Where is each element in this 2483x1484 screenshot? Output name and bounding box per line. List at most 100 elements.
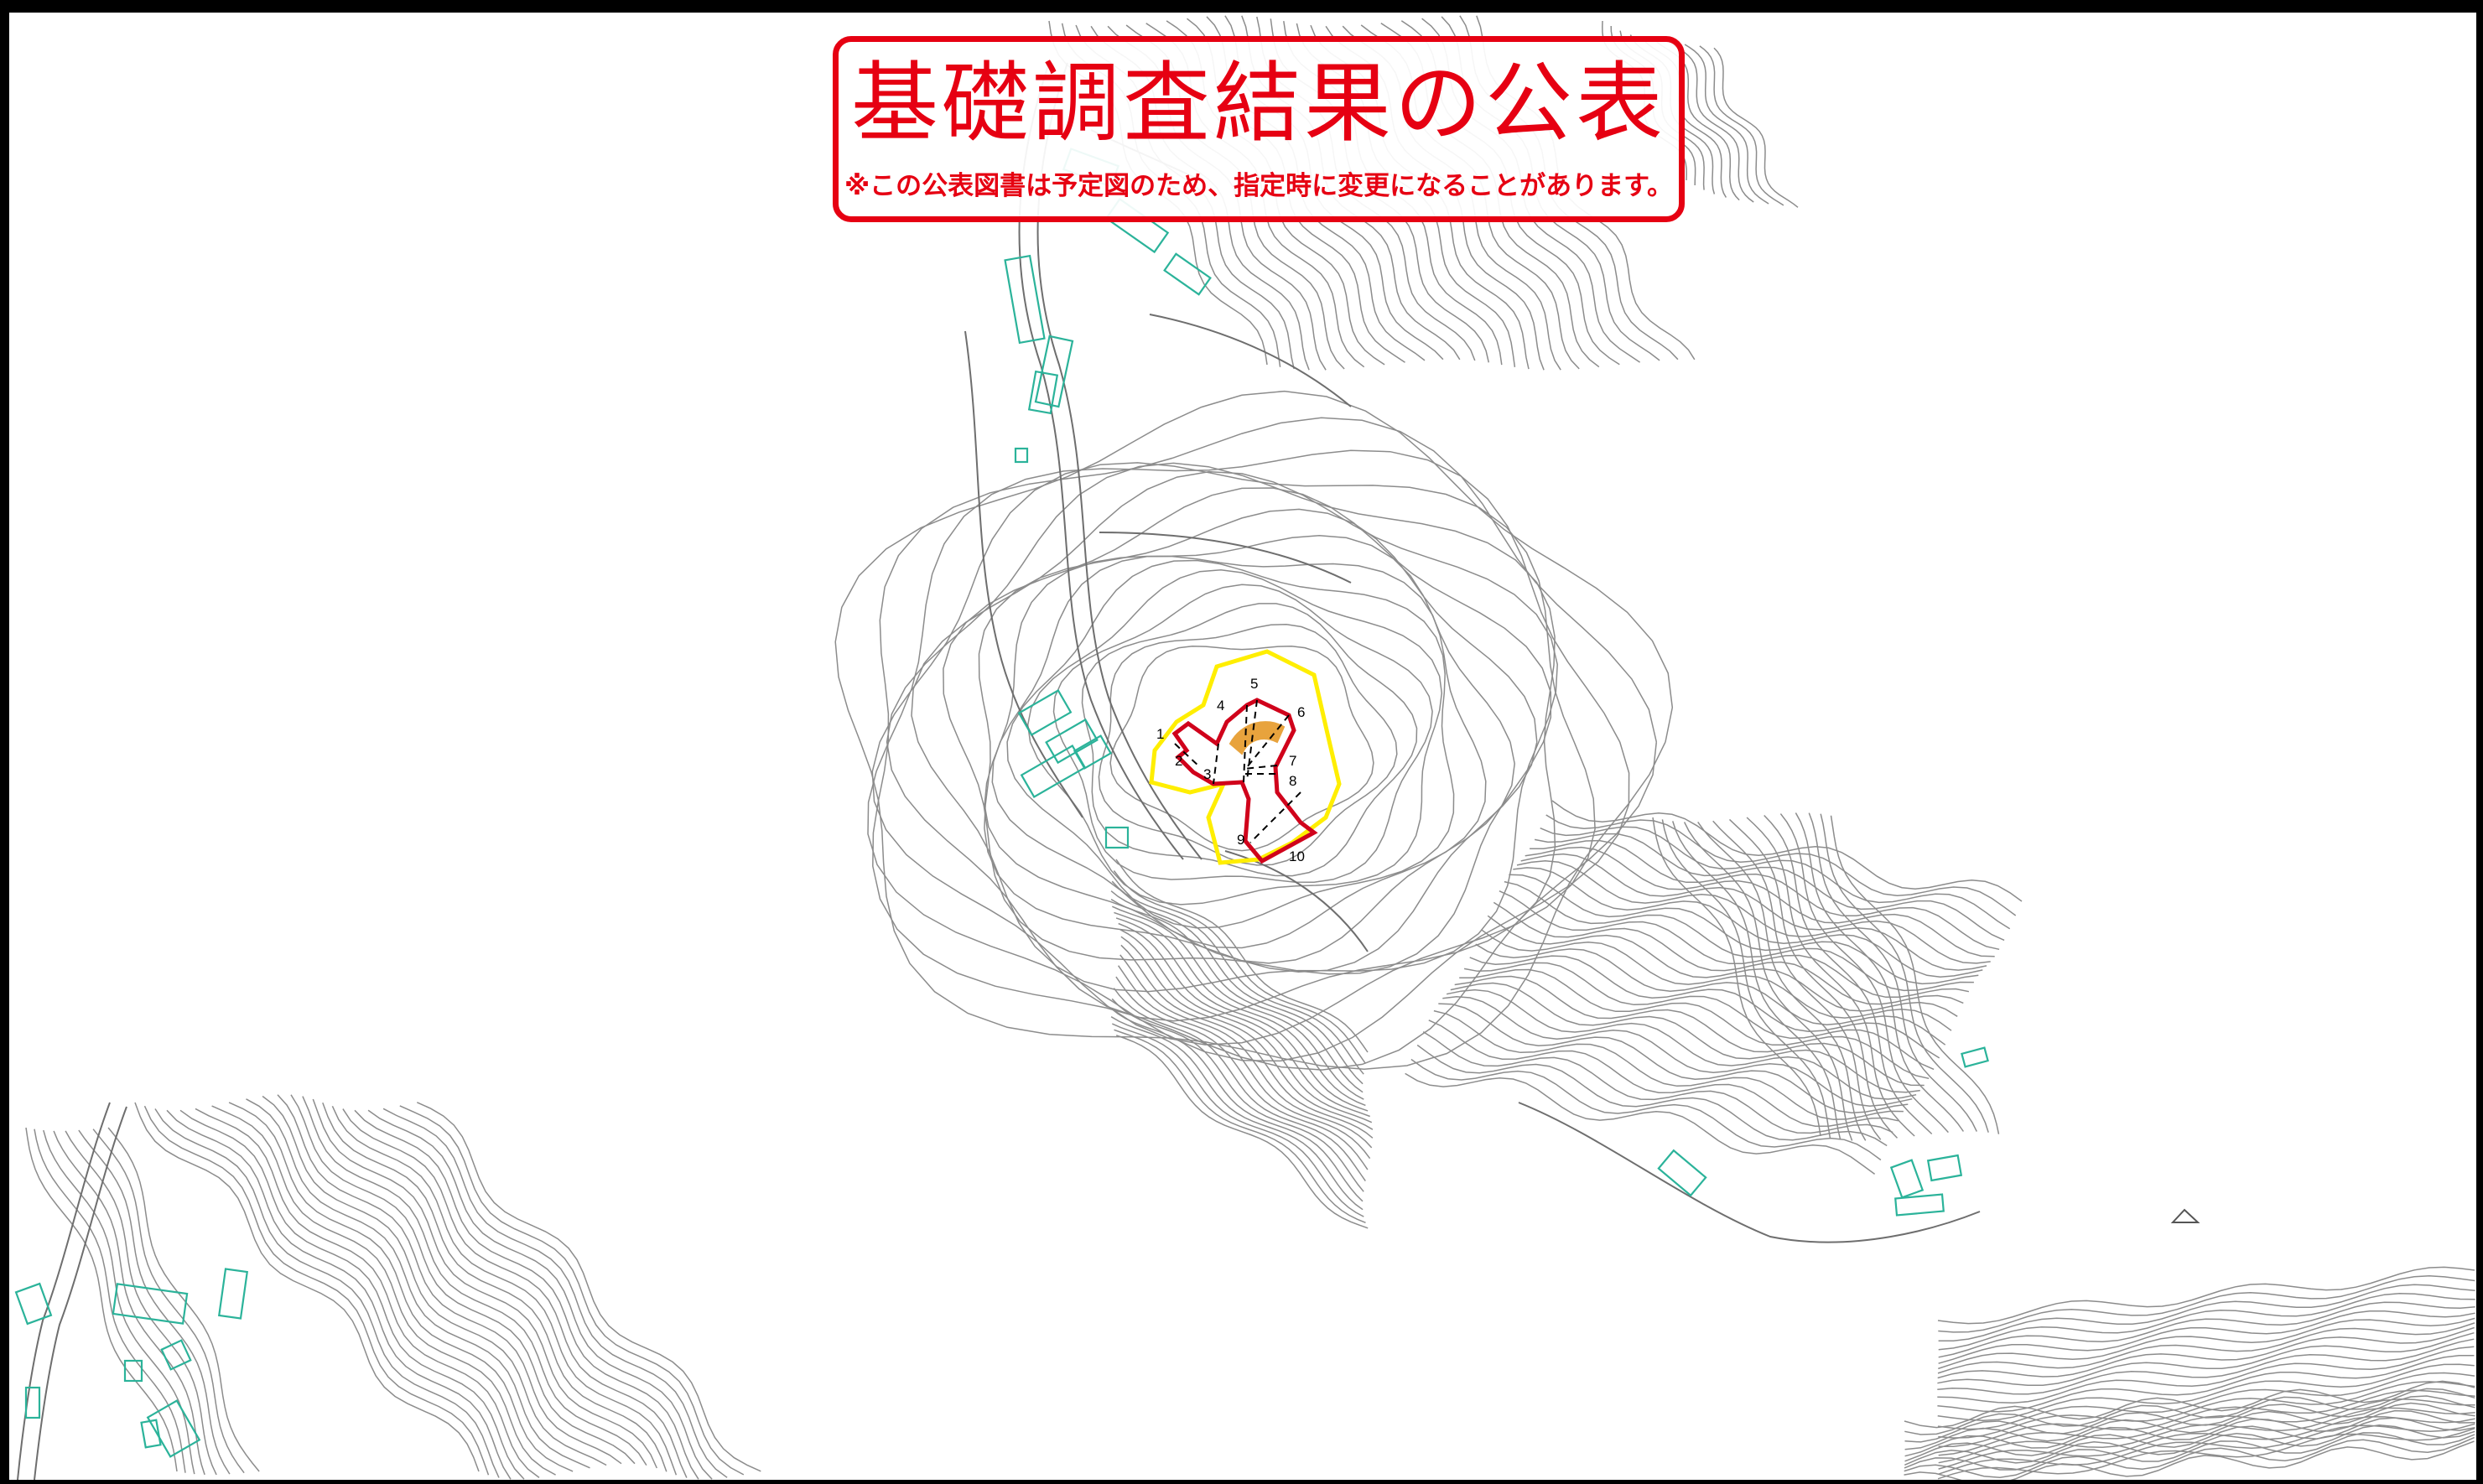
contour-line	[1808, 812, 1977, 1132]
contour-line	[1459, 968, 1930, 1080]
road-line	[1099, 532, 1352, 584]
survey-marker-triangle	[2170, 1208, 2200, 1223]
contour-line	[228, 1102, 574, 1472]
contour-line	[1499, 890, 1970, 999]
contour-line	[382, 1108, 728, 1478]
contour-line	[1530, 839, 2000, 951]
contour-line	[1026, 568, 1443, 905]
contour-line	[1450, 982, 1920, 1093]
contour-line	[911, 470, 1558, 993]
contour-line	[211, 1105, 556, 1476]
contour-line	[1120, 936, 1374, 1130]
contour-line	[1454, 975, 1925, 1087]
dashed-line	[1249, 791, 1301, 843]
contour-line	[1111, 880, 1364, 1075]
contour-line	[1438, 1003, 1909, 1114]
building-outline	[1104, 826, 1130, 849]
contour-line	[943, 487, 1552, 975]
warning-zone-boundary	[1149, 649, 1342, 865]
contour-line	[1433, 1009, 1904, 1121]
contour-line	[1516, 860, 1987, 971]
contour-line	[290, 1094, 636, 1465]
contour-line	[1938, 1398, 2475, 1456]
point-label-8: 8	[1289, 773, 1296, 789]
contour-line	[1904, 1409, 2475, 1457]
contour-line	[1937, 1326, 2475, 1379]
contour-line	[1661, 819, 1831, 1139]
contour-line	[1545, 814, 2017, 916]
contour-line	[246, 1098, 590, 1469]
road-line	[34, 1106, 127, 1480]
contour-line	[1904, 1395, 2475, 1443]
point-label-7: 7	[1289, 753, 1296, 769]
contour-line	[312, 1098, 657, 1469]
contour-line	[1938, 1301, 2475, 1358]
contour-line	[1937, 1346, 2475, 1404]
contour-line	[1115, 859, 1369, 1053]
contour-line	[195, 1108, 540, 1478]
contour-line	[1904, 1440, 2475, 1480]
point-label-6: 6	[1297, 704, 1305, 720]
building-outlines	[14, 148, 1989, 1458]
building-outline	[1894, 1193, 1945, 1217]
contour-line	[1110, 899, 1364, 1093]
contour-line	[1117, 965, 1371, 1160]
contour-line	[1475, 943, 1946, 1046]
contour-line	[342, 1108, 688, 1478]
contour-line	[1683, 822, 1853, 1141]
special-zone-boundary	[1171, 698, 1318, 864]
contour-line	[1671, 821, 1841, 1140]
contour-line	[1937, 1363, 2475, 1421]
point-label-10: 10	[1289, 848, 1305, 864]
contour-line	[1713, 47, 1799, 208]
contour-line	[1938, 1381, 2475, 1439]
contour-line	[1904, 1388, 2475, 1435]
contour-line	[1830, 815, 2000, 1134]
contour-line	[1938, 1317, 2475, 1370]
contour-line	[277, 1094, 622, 1465]
contour-line	[1779, 813, 1949, 1134]
contour-line	[1487, 915, 1958, 1017]
contour-line	[1422, 1030, 1893, 1134]
building-outline	[1073, 734, 1113, 770]
contour-line	[1098, 623, 1398, 866]
contour-line	[1115, 1035, 1369, 1229]
contour-line	[1110, 1016, 1364, 1211]
title-box: 基礎調査結果の公表 ※この公表図書は予定図のため、指定時に変更になることがありま…	[833, 36, 1685, 222]
point-label-4: 4	[1217, 698, 1224, 713]
contour-line	[1446, 988, 1917, 1100]
contour-line	[1904, 1436, 2475, 1479]
contour-line	[1463, 962, 1935, 1071]
contour-line	[1111, 998, 1364, 1192]
contour-line	[367, 1109, 713, 1480]
contour-line	[302, 1096, 647, 1466]
building-outline	[1004, 254, 1046, 345]
road-line	[1518, 1102, 1981, 1243]
contour-line	[1937, 1322, 2475, 1374]
contour-line	[1113, 988, 1366, 1182]
notice-text: ※この公表図書は予定図のため、指定時に変更になることがあります。	[844, 171, 1674, 201]
contour-line	[416, 1102, 761, 1472]
contour-line	[1410, 1058, 1882, 1161]
contour-line	[179, 1109, 525, 1480]
point-label-5: 5	[1250, 676, 1258, 692]
contour-line	[1904, 1417, 2475, 1462]
building-outline	[1961, 1046, 1989, 1068]
contour-line	[1112, 905, 1364, 1100]
point-label-2: 2	[1175, 753, 1182, 769]
contour-line	[1006, 559, 1455, 929]
contour-line	[1540, 826, 2011, 930]
contour-line	[322, 1102, 668, 1472]
contour-line	[1551, 800, 2023, 902]
section-dashed-lines	[1174, 699, 1301, 843]
map-frame[interactable]: 1 2 3 4 5 6 7 8 9 10 基礎調査結果の公表 ※この公表図書は予…	[7, 10, 2479, 1482]
contour-line	[1428, 1020, 1899, 1127]
collapse-hazard-area	[1229, 721, 1286, 755]
contour-line	[331, 1105, 678, 1476]
contour-line	[1052, 584, 1433, 884]
point-label-9: 9	[1237, 832, 1244, 848]
road-line	[17, 1102, 111, 1480]
road-line	[964, 330, 1083, 818]
map-canvas[interactable]: 1 2 3 4 5 6 7 8 9 10	[9, 13, 2479, 1482]
dashed-line	[1246, 699, 1258, 781]
